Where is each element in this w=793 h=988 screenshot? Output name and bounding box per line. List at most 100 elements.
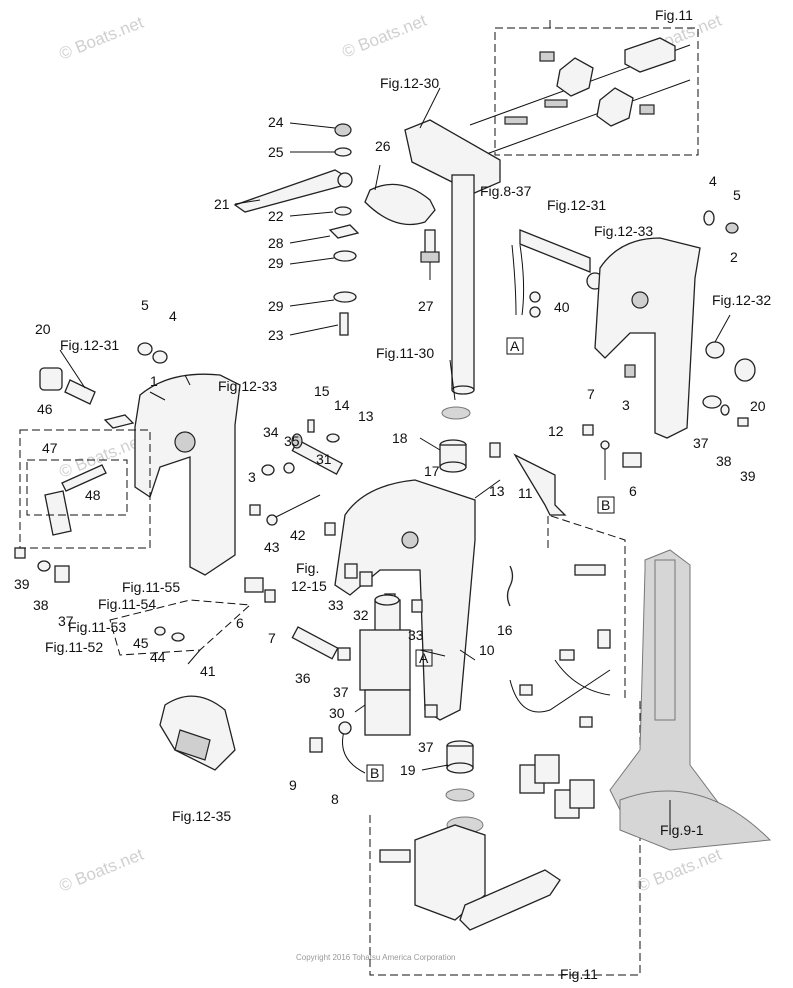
tilt-cylinder [309,594,411,782]
callout-16: 16 [497,622,513,638]
copyright-text: Copyright 2016 Tohatsu America Corporati… [296,953,456,962]
callout-29: 29 [268,298,284,314]
wire-parts-40 [506,244,541,355]
bottom-fig11-parts [379,816,561,931]
fig12-35-cover [159,695,236,771]
callout-20: 20 [750,398,766,414]
clamp-bracket-right [582,210,756,514]
ref-fig12-35[interactable]: Fig.12-35 [172,808,231,824]
dashed-box-46 [19,429,151,549]
ref-fig11-55[interactable]: Fig.11-55 [122,579,180,595]
callout-19: 19 [400,762,416,778]
callout-37: 37 [333,684,349,700]
callout-41: 41 [200,663,216,679]
ref-fig11-53[interactable]: Fig.11-53 [68,619,126,635]
watermark: © Boats.net [339,11,429,62]
callout-38: 38 [33,597,49,613]
callout-11: 11 [518,485,533,501]
callout-13: 13 [489,483,505,499]
ref-fig12-33-right[interactable]: Fig.12-33 [594,223,653,239]
callout-24: 24 [268,114,284,130]
callout-21: 21 [214,196,230,212]
callout-39: 39 [14,576,30,592]
callout-48: 48 [85,487,101,503]
top-fig11-parts [469,37,691,161]
callout-23: 23 [268,327,284,343]
lower-unit [609,549,772,851]
callout-37: 37 [418,739,434,755]
watermark: © Boats.net [634,845,724,896]
dashed-box-47 [26,459,128,516]
callout-27: 27 [418,298,434,314]
callout-30: 30 [329,705,345,721]
callout-26: 26 [375,138,391,154]
callout-6: 6 [236,615,244,631]
callout-39: 39 [740,468,756,484]
ref-fig12-15-line1[interactable]: Fig. [296,560,319,576]
callout-14: 14 [334,397,350,413]
connector-a-mid: A [419,650,429,666]
callout-37: 37 [693,435,709,451]
ref-fig11-30[interactable]: Fig.11-30 [376,345,434,361]
watermark: © Boats.net [56,845,146,896]
ref-fig8-37[interactable]: Fig.8-37 [480,183,532,199]
callout-28: 28 [268,235,284,251]
ref-fig11-bottom[interactable]: Fig.11 [560,966,598,982]
callout-34: 34 [263,424,279,440]
swivel-bracket [334,406,567,802]
callout-12: 12 [548,423,564,439]
callout-4: 4 [169,308,177,324]
ref-fig12-30[interactable]: Fig.12-30 [380,75,439,91]
callout-13: 13 [358,408,374,424]
callout-46: 46 [37,401,53,417]
callout-18: 18 [392,430,408,446]
ref-fig9-1[interactable]: Fig.9-1 [660,822,704,838]
callout-44: 44 [150,649,166,665]
callout-47: 47 [42,440,58,456]
callout-9: 9 [289,777,297,793]
watermark: © Boats.net [56,13,146,64]
ref-fig12-31-top[interactable]: Fig.12-31 [547,197,606,213]
callout-15: 15 [314,383,330,399]
callout-5: 5 [141,297,149,313]
clamp-bracket-left [14,342,276,642]
callout-3: 3 [622,397,630,413]
callout-17: 17 [424,463,440,479]
callout-32: 32 [353,607,369,623]
callout-36: 36 [295,670,311,686]
callout-33: 33 [328,597,344,613]
callout-4: 4 [709,173,717,189]
callout-40: 40 [554,299,570,315]
steering-bracket [404,119,501,395]
callout-33: 33 [408,627,424,643]
wire-harness [509,514,626,819]
callout-37: 37 [58,613,74,629]
ref-fig11-top[interactable]: Fig.11 [655,7,693,23]
callout-10: 10 [479,642,495,658]
callout-38: 38 [716,453,732,469]
callout-1: 1 [150,373,158,389]
fig12-31-shaft [519,229,604,290]
callout-8: 8 [331,791,339,807]
callout-5: 5 [733,187,741,203]
callout-42: 42 [290,527,306,543]
ref-fig11-52[interactable]: Fig.11-52 [45,639,103,655]
ref-fig12-31-left[interactable]: Fig.12-31 [60,337,119,353]
callout-3: 3 [248,469,256,485]
connector-b-bottom: B [370,765,379,781]
ref-fig11-54[interactable]: Fig.11-54 [98,596,156,612]
tilt-shafts [261,419,351,661]
callout-35: 35 [284,433,300,449]
ref-fig12-15-line2[interactable]: 12-15 [291,578,327,594]
callout-7: 7 [587,386,595,402]
callout-25: 25 [268,144,284,160]
connector-a-top: A [510,338,520,354]
callout-7: 7 [268,630,276,646]
callout-31: 31 [316,451,332,467]
fig11-top-box [494,27,699,156]
callout-29: 29 [268,255,284,271]
ref-fig12-32[interactable]: Fig.12-32 [712,292,771,308]
callout-20: 20 [35,321,51,337]
ref-fig12-33-mid[interactable]: Fig.12-33 [218,378,277,394]
